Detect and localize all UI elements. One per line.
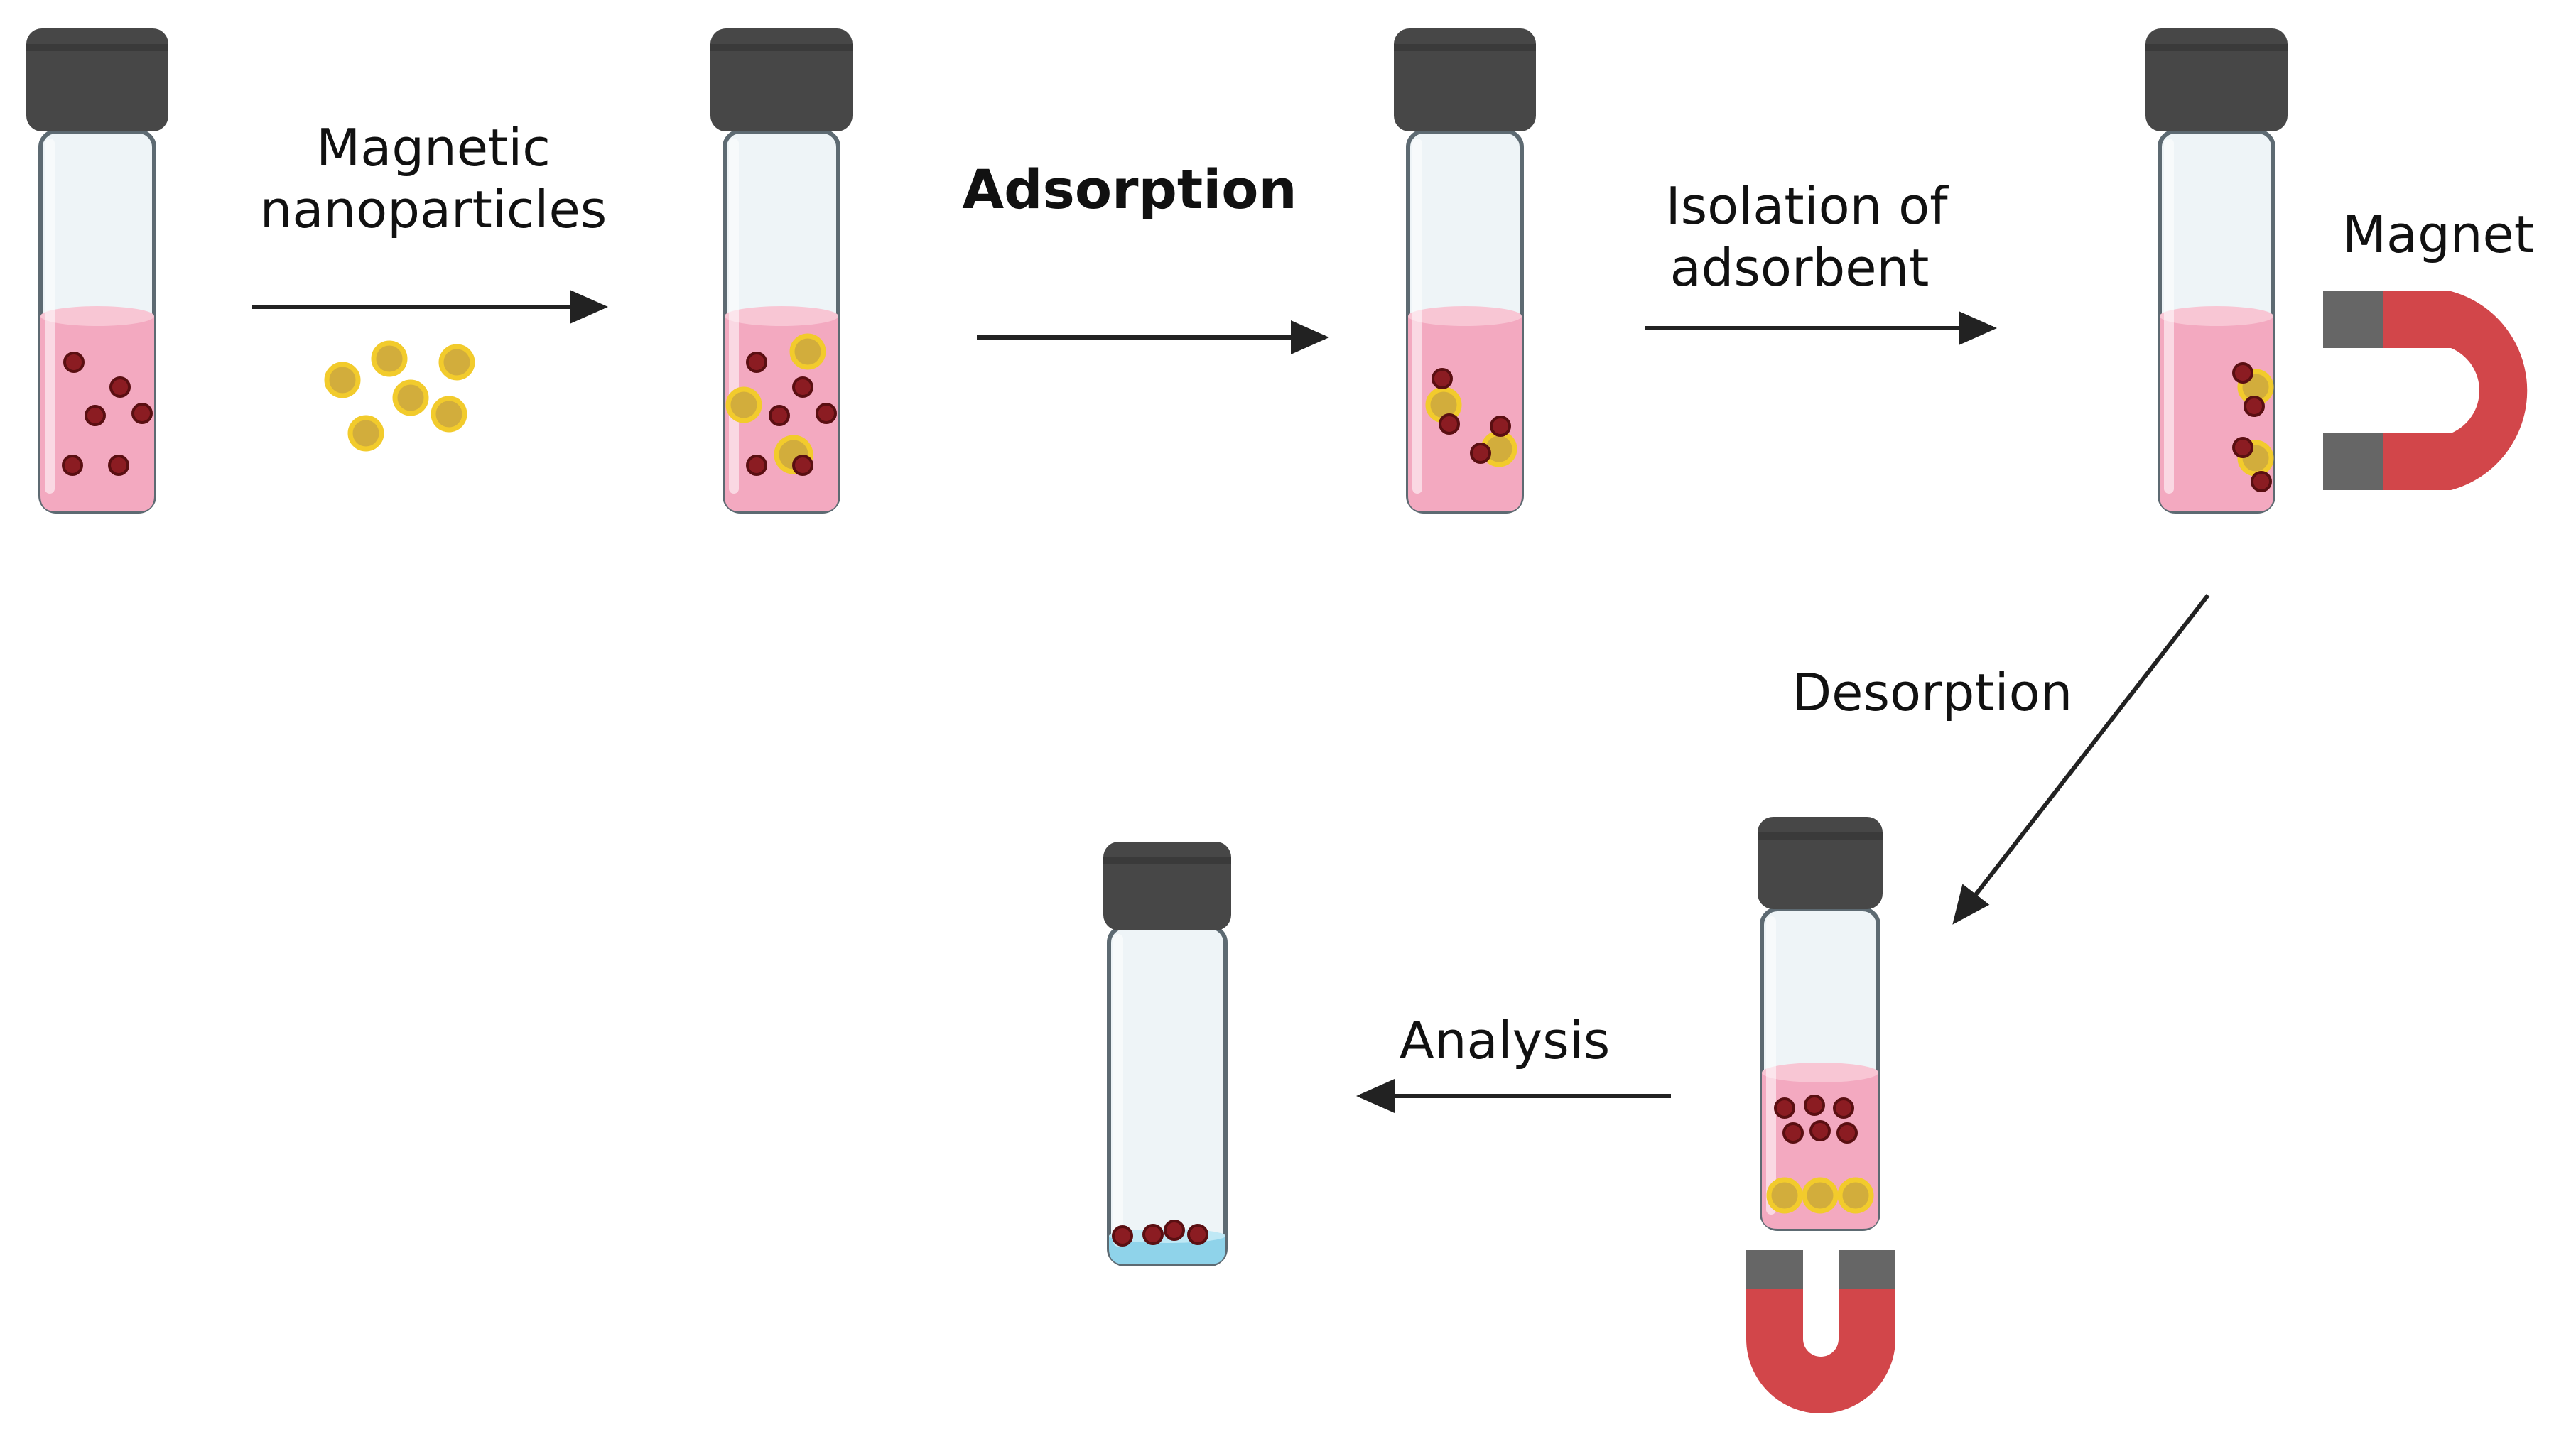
analyte-icon bbox=[1112, 1220, 1208, 1247]
desorption-label: Desorption bbox=[1792, 663, 2073, 722]
magnetic-nanoparticles-label: Magnetic bbox=[316, 118, 551, 178]
vial-icon bbox=[1758, 817, 1883, 1231]
analyte-icon bbox=[1774, 1095, 1858, 1144]
analysis-label: Analysis bbox=[1400, 1011, 1611, 1070]
vial-icon bbox=[1103, 842, 1231, 1266]
nanoparticle-icon bbox=[1425, 386, 1517, 467]
analyte-icon bbox=[1432, 368, 1511, 464]
magnetic-nanoparticles-label-line2: nanoparticles bbox=[260, 180, 607, 239]
vial-icon bbox=[26, 28, 168, 514]
vial-icon bbox=[1394, 28, 1536, 514]
isolation-label: Isolation of bbox=[1665, 176, 1949, 236]
magnet-label: Magnet bbox=[2342, 205, 2534, 264]
isolation-label-line2: adsorbent bbox=[1670, 238, 1930, 298]
analyte-icon bbox=[2232, 362, 2272, 492]
adsorption-label: Adsorption bbox=[962, 158, 1297, 221]
magnet-icon bbox=[2323, 291, 2528, 490]
analyte-icon bbox=[62, 352, 153, 476]
nanoparticle-icon bbox=[324, 340, 475, 452]
magnet-icon bbox=[1746, 1250, 1895, 1413]
vial-icon bbox=[2145, 28, 2288, 514]
vial-icon bbox=[710, 28, 853, 514]
arrow-icon bbox=[1952, 594, 2210, 925]
analyte-icon bbox=[746, 352, 837, 476]
nanoparticle-icon bbox=[1766, 1177, 1874, 1214]
